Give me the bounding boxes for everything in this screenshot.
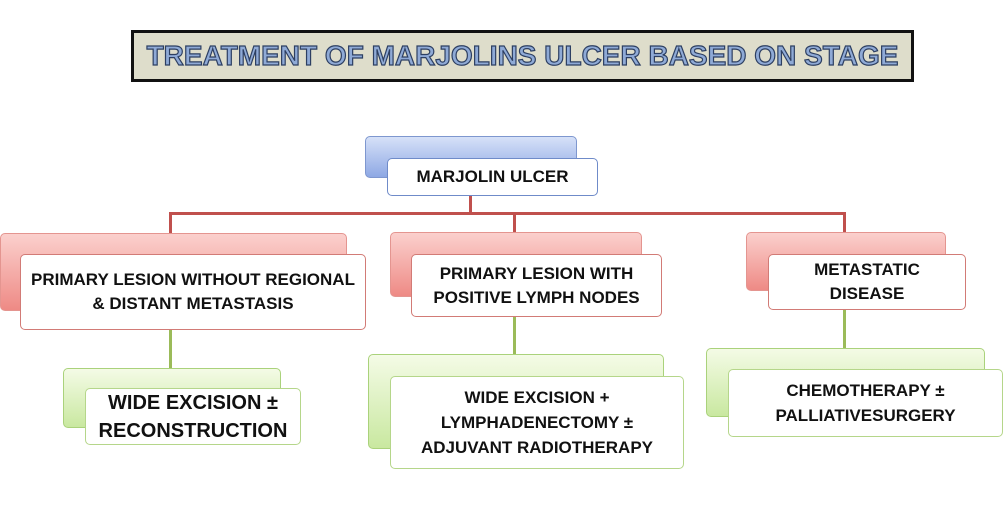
treatment-2-label: WIDE EXCISION + LYMPHADENECTOMY ± ADJUVA… bbox=[420, 388, 654, 457]
treatment-1-node: WIDE EXCISION ± RECONSTRUCTION bbox=[85, 388, 301, 445]
treatment-1-label: WIDE EXCISION ± RECONSTRUCTION bbox=[98, 391, 288, 442]
treatment-2-node: WIDE EXCISION + LYMPHADENECTOMY ± ADJUVA… bbox=[390, 376, 684, 469]
stage-3-label: METASTATIC DISEASE bbox=[814, 260, 920, 303]
connector-horizontal-bar bbox=[170, 212, 845, 215]
connector-treatment-2 bbox=[513, 317, 516, 354]
connector-treatment-1 bbox=[169, 330, 172, 368]
stage-1-node: PRIMARY LESION WITHOUT REGIONAL & DISTAN… bbox=[20, 254, 366, 330]
diagram-title: TREATMENT OF MARJOLINS ULCER BASED ON ST… bbox=[146, 39, 899, 71]
diagram-title-box: TREATMENT OF MARJOLINS ULCER BASED ON ST… bbox=[131, 30, 914, 82]
stage-3-node: METASTATIC DISEASE bbox=[768, 254, 966, 310]
root-node: MARJOLIN ULCER bbox=[387, 158, 598, 196]
root-node-label: MARJOLIN ULCER bbox=[416, 167, 569, 186]
treatment-3-node: CHEMOTHERAPY ± PALLIATIVESURGERY bbox=[728, 369, 1003, 437]
stage-1-label: PRIMARY LESION WITHOUT REGIONAL & DISTAN… bbox=[31, 270, 355, 313]
connector-root-down bbox=[469, 196, 472, 214]
treatment-3-label: CHEMOTHERAPY ± PALLIATIVESURGERY bbox=[775, 381, 956, 425]
stage-2-node: PRIMARY LESION WITH POSITIVE LYMPH NODES bbox=[411, 254, 662, 317]
stage-2-label: PRIMARY LESION WITH POSITIVE LYMPH NODES bbox=[433, 263, 640, 307]
connector-treatment-3 bbox=[843, 310, 846, 348]
